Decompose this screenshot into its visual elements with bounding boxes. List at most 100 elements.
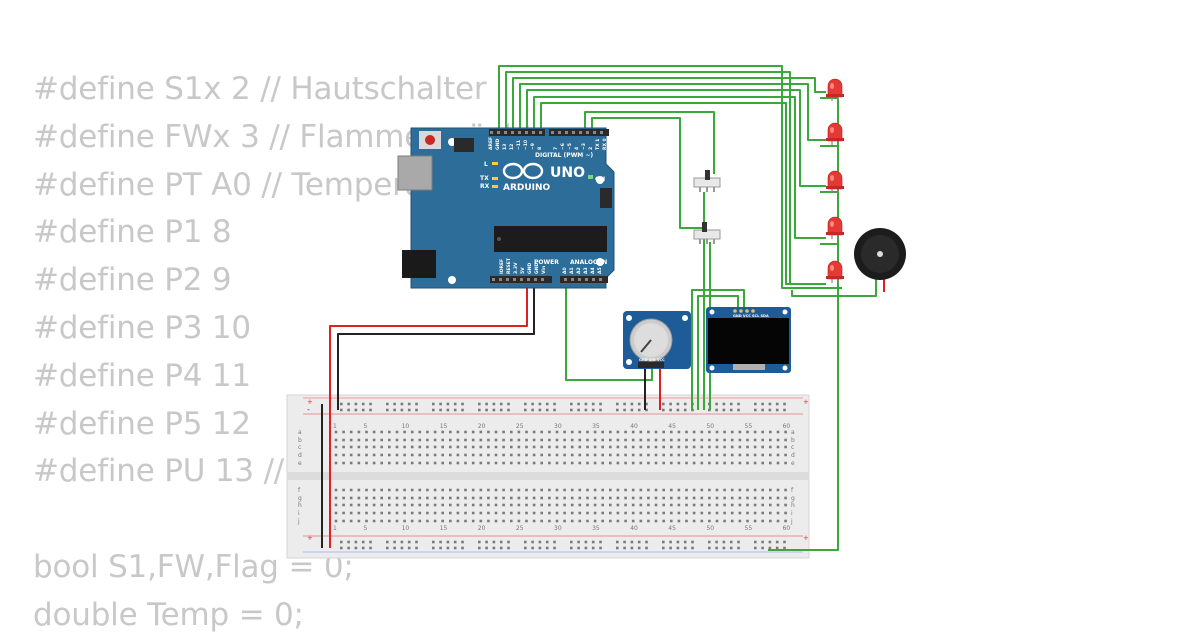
bb-hole — [753, 461, 757, 465]
bb-hole — [624, 511, 627, 515]
bb-row-letter: g — [791, 495, 795, 502]
bb-hole — [555, 430, 559, 434]
code-line: #define P1 8 — [33, 214, 232, 251]
bb-hole — [494, 453, 498, 457]
rail-hole — [623, 402, 626, 406]
bb-hole — [471, 430, 475, 434]
rail-hole — [538, 546, 542, 550]
rail-plus-bottom-left: + — [307, 534, 313, 542]
bb-hole — [609, 511, 612, 515]
rail-hole — [683, 546, 687, 550]
bb-hole — [677, 430, 681, 434]
reset-button[interactable] — [425, 135, 435, 145]
bb-col-number-bottom: 40 — [630, 525, 638, 532]
rail-hole — [708, 540, 711, 544]
bb-hole — [715, 445, 719, 449]
bb-hole — [670, 511, 673, 515]
bb-hole — [784, 503, 787, 507]
rail-hole — [461, 540, 464, 544]
rail-hole — [761, 408, 764, 412]
bb-hole — [677, 438, 681, 442]
bb-hole — [380, 430, 383, 434]
header-pin — [497, 131, 500, 134]
rail-hole — [729, 402, 733, 406]
rail-hole — [446, 540, 450, 544]
rail-hole — [722, 408, 726, 412]
bb-hole — [403, 488, 406, 492]
bb-hole — [510, 453, 513, 457]
rail-hole — [393, 408, 396, 412]
bb-hole — [410, 503, 414, 507]
header-pin — [599, 278, 602, 281]
bb-hole — [730, 496, 734, 500]
oled-pin-labels: GND VCC SCL SDA — [733, 314, 769, 318]
rail-hole — [340, 546, 343, 550]
header-pin — [513, 278, 516, 281]
bb-hole — [388, 438, 391, 442]
bb-hole — [487, 503, 490, 507]
bb-hole — [593, 488, 597, 492]
rail-hole — [591, 402, 595, 406]
bb-hole — [372, 511, 376, 515]
bb-hole — [593, 430, 597, 434]
bb-hole — [441, 461, 444, 465]
bb-hole — [624, 430, 627, 434]
potentiometer[interactable]: GND SIG VCC — [623, 311, 691, 369]
rail-hole — [591, 546, 595, 550]
bb-hole — [776, 496, 780, 500]
bb-hole — [464, 519, 467, 523]
bb-hole — [761, 488, 764, 492]
rail-hole — [645, 408, 648, 412]
slide-switch-1[interactable] — [693, 170, 721, 192]
l-led — [492, 162, 498, 165]
bb-hole — [601, 461, 604, 465]
slide-switch-2[interactable] — [693, 222, 721, 244]
bb-hole — [586, 488, 589, 492]
code-line: #define PU 13 // — [33, 453, 285, 490]
header-pin — [592, 278, 595, 281]
bb-hole — [502, 519, 505, 523]
bb-hole — [715, 511, 719, 515]
mount-hole-4 — [596, 258, 604, 266]
bb-hole — [654, 488, 658, 492]
rail-hole — [492, 540, 496, 544]
rail-hole — [461, 402, 464, 406]
bb-hole — [692, 488, 696, 492]
bb-hole — [532, 438, 536, 442]
wire-gnd — [337, 282, 535, 410]
bb-hole — [746, 461, 749, 465]
bb-hole — [334, 430, 338, 434]
rail-hole — [553, 408, 556, 412]
bb-hole — [517, 519, 521, 523]
rail-hole — [432, 546, 435, 550]
bb-hole — [746, 503, 749, 507]
bb-hole — [692, 503, 696, 507]
bb-hole — [586, 445, 589, 449]
bb-hole — [692, 511, 696, 515]
breadboard-center-channel — [287, 472, 809, 480]
bb-hole — [388, 519, 391, 523]
wire-d10 — [519, 83, 826, 141]
bb-hole — [403, 445, 406, 449]
bb-row-letter: e — [298, 460, 302, 467]
rail-hole — [616, 408, 619, 412]
bb-hole — [540, 503, 543, 507]
rail-hole — [616, 540, 619, 544]
wire-led5 — [540, 102, 826, 285]
bb-hole — [510, 496, 513, 500]
header-pin — [579, 131, 582, 134]
bb-hole — [464, 496, 467, 500]
bb-col-number-bottom: 45 — [668, 525, 676, 532]
icsp-header — [454, 138, 474, 152]
bb-hole — [616, 496, 620, 500]
bb-hole — [540, 519, 543, 523]
rail-hole — [439, 408, 442, 412]
digital-pin-label: 7 — [553, 147, 559, 150]
bb-hole — [372, 503, 376, 507]
rail-hole — [708, 546, 711, 550]
bb-hole — [715, 453, 719, 457]
bb-hole — [349, 511, 353, 515]
bb-hole — [730, 488, 734, 492]
bb-hole — [570, 511, 574, 515]
